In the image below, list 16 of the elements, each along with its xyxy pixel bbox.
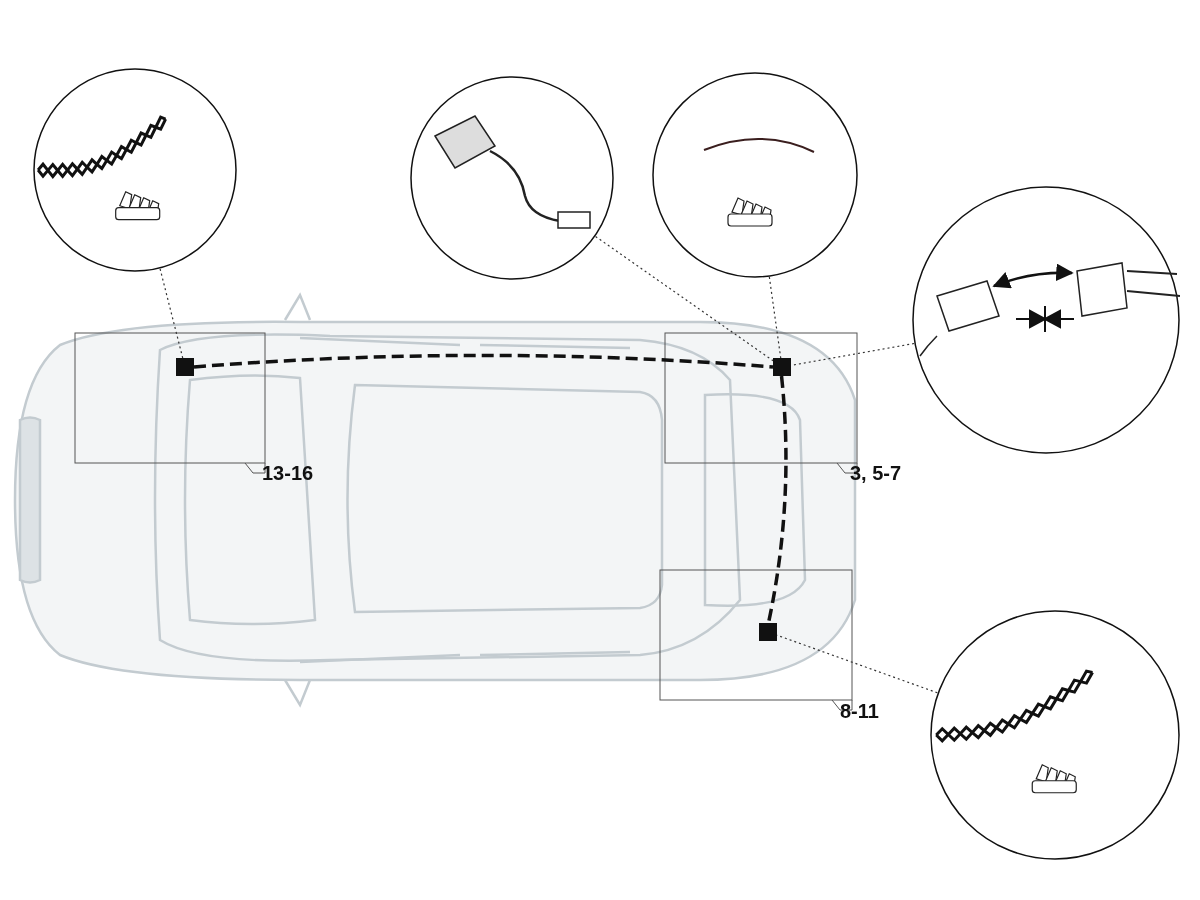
part-number-label: 13-16 — [262, 462, 314, 485]
mount-point-marker — [773, 358, 791, 376]
leader-line — [594, 235, 774, 362]
detail-circle — [930, 610, 1180, 860]
detail-circle — [410, 76, 614, 280]
part-number-label: 3, 5-7 — [850, 462, 902, 485]
leader-line — [768, 276, 782, 359]
leader-line — [159, 268, 184, 359]
mount-point-marker — [759, 623, 777, 641]
detail-circle — [33, 68, 237, 272]
detail-circle — [912, 186, 1180, 454]
cable-route — [193, 353, 774, 369]
cable-route — [766, 375, 788, 624]
mount-point-marker — [176, 358, 194, 376]
part-number-label: 8-11 — [840, 700, 879, 723]
detail-circle — [652, 72, 858, 278]
